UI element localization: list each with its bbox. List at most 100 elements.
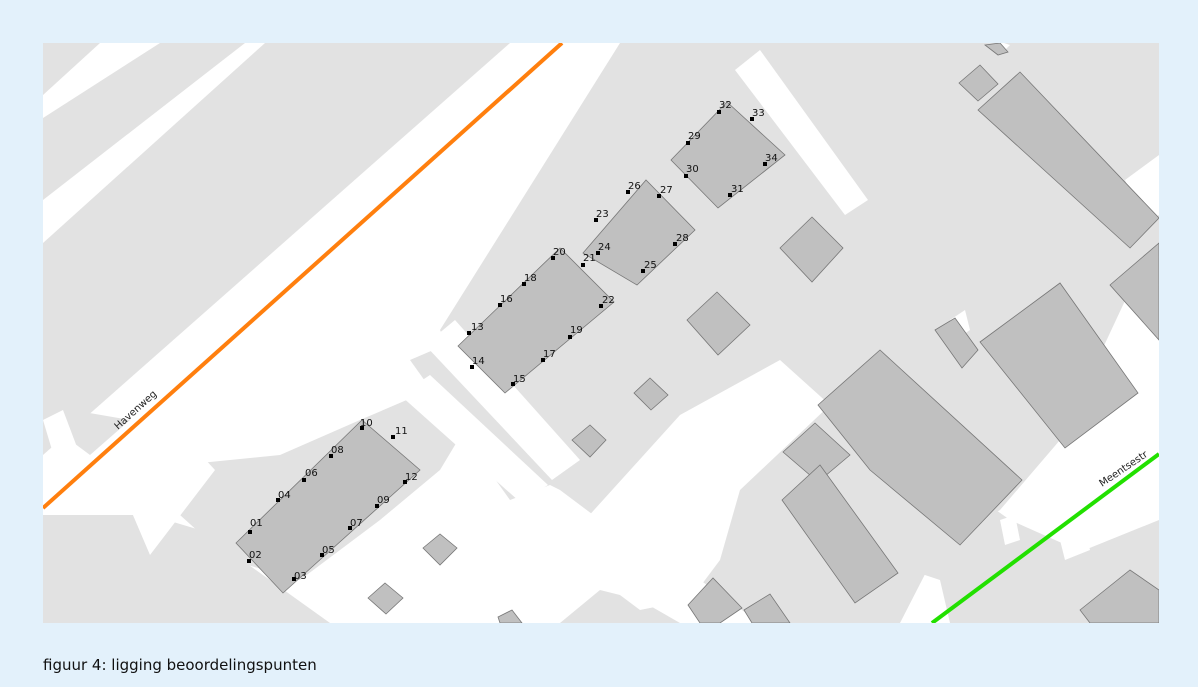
assessment-point-label: 33 [752, 108, 765, 119]
assessment-point-marker [684, 174, 688, 178]
site-map: Havenweg Meentsestr 01020304050607080910… [43, 43, 1159, 623]
assessment-point-marker [750, 117, 754, 121]
open-space [585, 360, 830, 610]
assessment-point-label: 14 [472, 356, 485, 367]
assessment-point-marker [391, 435, 395, 439]
open-space [425, 320, 580, 480]
open-space [1125, 155, 1159, 225]
building [781, 464, 899, 604]
assessment-point-label: 03 [294, 571, 307, 582]
assessment-point-label: 23 [596, 209, 609, 220]
assessment-point-marker [599, 304, 603, 308]
building [779, 216, 844, 283]
assessment-point-label: 12 [405, 472, 418, 483]
building [422, 533, 458, 566]
assessment-point-label: 30 [686, 164, 699, 175]
assessment-point-marker [763, 162, 767, 166]
assessment-point-label: 02 [249, 550, 262, 561]
assessment-point-marker [403, 480, 407, 484]
building [934, 317, 979, 369]
assessment-point-marker [551, 256, 555, 260]
assessment-point-label: 22 [602, 295, 615, 306]
assessment-point-marker [276, 498, 280, 502]
building [782, 422, 851, 483]
assessment-point-label: 31 [731, 184, 744, 195]
assessment-point-marker [498, 303, 502, 307]
assessment-point-label: 26 [628, 181, 641, 192]
assessment-point-label: 01 [250, 518, 263, 529]
assessment-point-marker [329, 454, 333, 458]
building [367, 582, 404, 615]
assessment-point-marker [360, 426, 364, 430]
building [1109, 242, 1159, 341]
assessment-point-marker [302, 478, 306, 482]
assessment-point-label: 28 [676, 233, 689, 244]
building [633, 377, 669, 411]
building [983, 43, 1009, 56]
buildings [235, 43, 1159, 623]
assessment-point-label: 11 [395, 426, 408, 437]
assessment-point-label: 06 [305, 468, 318, 479]
assessment-point-marker [470, 365, 474, 369]
open-space [400, 375, 548, 502]
building [686, 291, 751, 356]
assessment-point-label: 10 [360, 418, 373, 429]
ground-area [560, 590, 680, 623]
assessment-point-label: 17 [543, 349, 556, 360]
assessment-point-marker [626, 190, 630, 194]
assessment-point-label: 25 [644, 260, 657, 271]
assessment-points: 0102030405060708091011121314151617181920… [247, 100, 778, 582]
assessment-point-marker [247, 559, 251, 563]
assessment-point-marker [348, 526, 352, 530]
assessment-point-marker [467, 331, 471, 335]
residential-block-c [582, 179, 696, 286]
assessment-point-marker [581, 263, 585, 267]
assessment-point-label: 18 [524, 273, 537, 284]
open-space [1060, 530, 1090, 560]
assessment-point-marker [568, 335, 572, 339]
building [743, 593, 791, 623]
assessment-point-label: 05 [322, 545, 335, 556]
assessment-point-marker [641, 269, 645, 273]
road-meentsestr [930, 452, 1159, 623]
road-havenweg [43, 43, 564, 510]
assessment-point-label: 09 [377, 495, 390, 506]
building [817, 349, 1023, 546]
assessment-point-label: 07 [350, 518, 363, 529]
residential-block-a [235, 419, 421, 594]
building [979, 282, 1139, 449]
building [1079, 569, 1159, 623]
assessment-point-label: 08 [331, 445, 344, 456]
residential-block-b [457, 247, 615, 394]
assessment-point-label: 29 [688, 131, 701, 142]
assessment-point-marker [292, 577, 296, 581]
assessment-point-label: 34 [765, 153, 778, 164]
street-label-meentsestr: Meentsestr [1098, 449, 1151, 490]
assessment-point-marker [596, 251, 600, 255]
figure-caption: figuur 4: ligging beoordelingspunten [43, 656, 317, 674]
ground-area [43, 43, 510, 455]
assessment-point-label: 19 [570, 325, 583, 336]
assessment-point-marker [541, 358, 545, 362]
open-space [118, 430, 215, 555]
assessment-point-marker [522, 282, 526, 286]
assessment-point-marker [657, 194, 661, 198]
ground-area [43, 515, 330, 623]
ground-area [43, 43, 100, 95]
assessment-point-label: 15 [513, 374, 526, 385]
assessment-point-marker [248, 530, 252, 534]
open-space [1000, 515, 1020, 545]
assessment-point-label: 21 [583, 253, 596, 264]
assessment-point-marker [728, 193, 732, 197]
assessment-point-label: 13 [471, 322, 484, 333]
assessment-point-marker [717, 110, 721, 114]
assessment-point-label: 24 [598, 242, 611, 253]
assessment-point-marker [673, 242, 677, 246]
open-space [43, 410, 80, 470]
building [958, 64, 999, 102]
assessment-point-label: 16 [500, 294, 513, 305]
assessment-point-label: 04 [278, 490, 291, 501]
assessment-point-marker [686, 141, 690, 145]
ground-area [43, 43, 245, 200]
